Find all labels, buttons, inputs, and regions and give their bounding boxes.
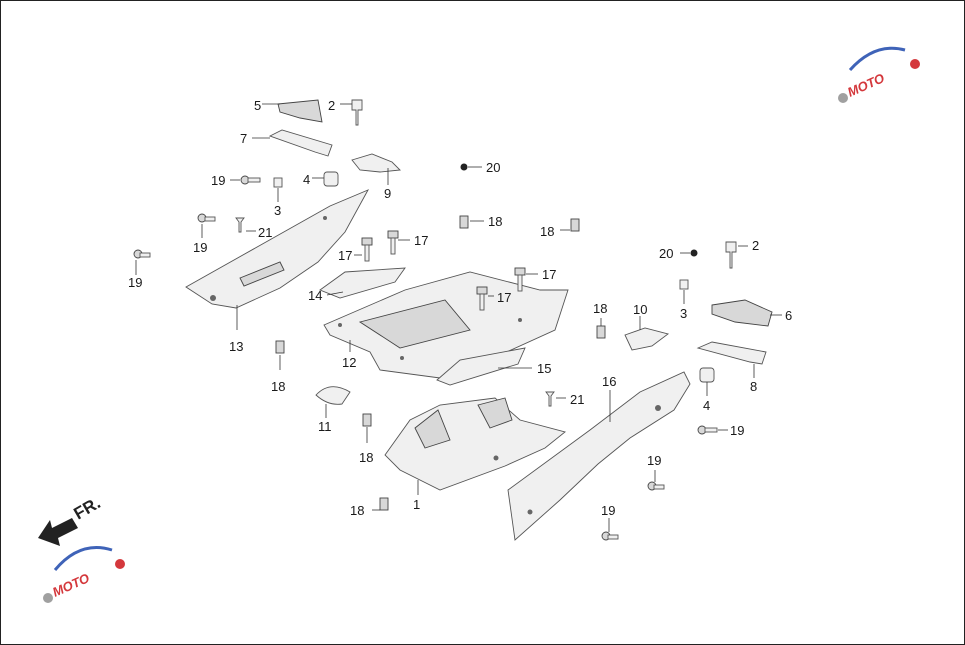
callout-19-d: 19 [730,423,744,438]
part-15-floor-mat [436,347,532,386]
part-1-under-cover [384,397,566,495]
callout-19-c: 19 [128,275,142,290]
part-20-grommet-b [680,249,698,257]
callout-18-a: 18 [488,214,502,229]
part-21-pin-a [235,217,256,233]
part-17-bolt-a [354,237,373,262]
part-6-bracket [711,299,782,327]
front-direction-label: FR. [71,493,104,523]
callout-18-f: 18 [350,503,364,518]
callout-13: 13 [229,339,243,354]
callout-11: 11 [318,419,332,434]
part-21-pin-b [545,391,566,407]
watermark-logo-top: MOTO [838,46,920,103]
watermark-logo-bottom: MOTO [43,546,125,603]
part-14-floor-mat [319,267,406,299]
callout-18-d: 18 [593,301,607,316]
callout-16: 16 [602,374,616,389]
callout-4-top: 4 [303,172,310,187]
part-18-clip-f [372,497,389,511]
part-8-plate [696,341,767,378]
part-18-clip-a [459,215,484,229]
callout-20-a: 20 [486,160,500,175]
part-19-screw-a [230,175,261,185]
part-19-screw-b [197,213,216,238]
callout-17-c: 17 [542,267,556,282]
part-19-screw-d [697,425,728,435]
callout-21-a: 21 [258,225,272,240]
callout-18-c: 18 [271,379,285,394]
part-3-nut-right [679,279,689,304]
callout-2-top: 2 [328,98,335,113]
front-direction-arrow: FR. [38,493,104,546]
callout-19-b: 19 [193,240,207,255]
callout-17-d: 17 [497,290,511,305]
part-17-bolt-d [476,286,494,311]
part-7-plate [252,129,333,157]
watermark-brand-text: MOTO [845,70,887,99]
part-18-clip-e [362,413,372,443]
part-10-clamp [624,316,670,351]
part-3-nut-top [273,177,283,202]
callout-21-b: 21 [570,392,584,407]
callout-4-right: 4 [703,398,710,413]
callout-17-a: 17 [338,248,352,263]
callout-20-b: 20 [659,246,673,261]
callout-19-f: 19 [601,503,615,518]
part-18-clip-b [560,218,580,232]
part-2-pin-top [340,99,363,126]
callout-19-e: 19 [647,453,661,468]
callout-3-top: 3 [274,203,281,218]
part-4-collar-top [312,171,339,187]
part-19-screw-e [647,470,665,491]
part-16-right-side-cover [507,371,691,541]
callout-9: 9 [384,186,391,201]
callout-12: 12 [342,355,356,370]
callout-18-e: 18 [359,450,373,465]
callout-2-right: 2 [752,238,759,253]
part-9-clamp [351,153,401,185]
callout-18-b: 18 [540,224,554,239]
callout-15: 15 [537,361,551,376]
callout-6: 6 [785,308,792,323]
callout-8: 8 [750,379,757,394]
callout-7: 7 [240,131,247,146]
part-5-bracket [262,99,323,123]
part-19-screw-f [601,518,619,541]
part-20-grommet-a [460,163,482,171]
part-13-left-side-cover [185,189,370,330]
part-18-clip-c [275,340,285,370]
callout-10: 10 [633,302,647,317]
part-17-bolt-c [514,267,538,292]
part-11-cap [315,386,351,418]
callout-5: 5 [254,98,261,113]
callout-3-right: 3 [680,306,687,321]
callout-1: 1 [413,497,420,512]
part-19-screw-c [133,249,151,275]
part-4-collar-right [699,367,715,396]
part-18-clip-d [596,318,606,339]
part-17-bolt-b [387,230,410,255]
callout-14: 14 [308,288,322,303]
part-2-pin-right [725,241,748,269]
callout-17-b: 17 [414,233,428,248]
callout-19-a: 19 [211,173,225,188]
watermark-brand-text: MOTO [50,570,92,599]
